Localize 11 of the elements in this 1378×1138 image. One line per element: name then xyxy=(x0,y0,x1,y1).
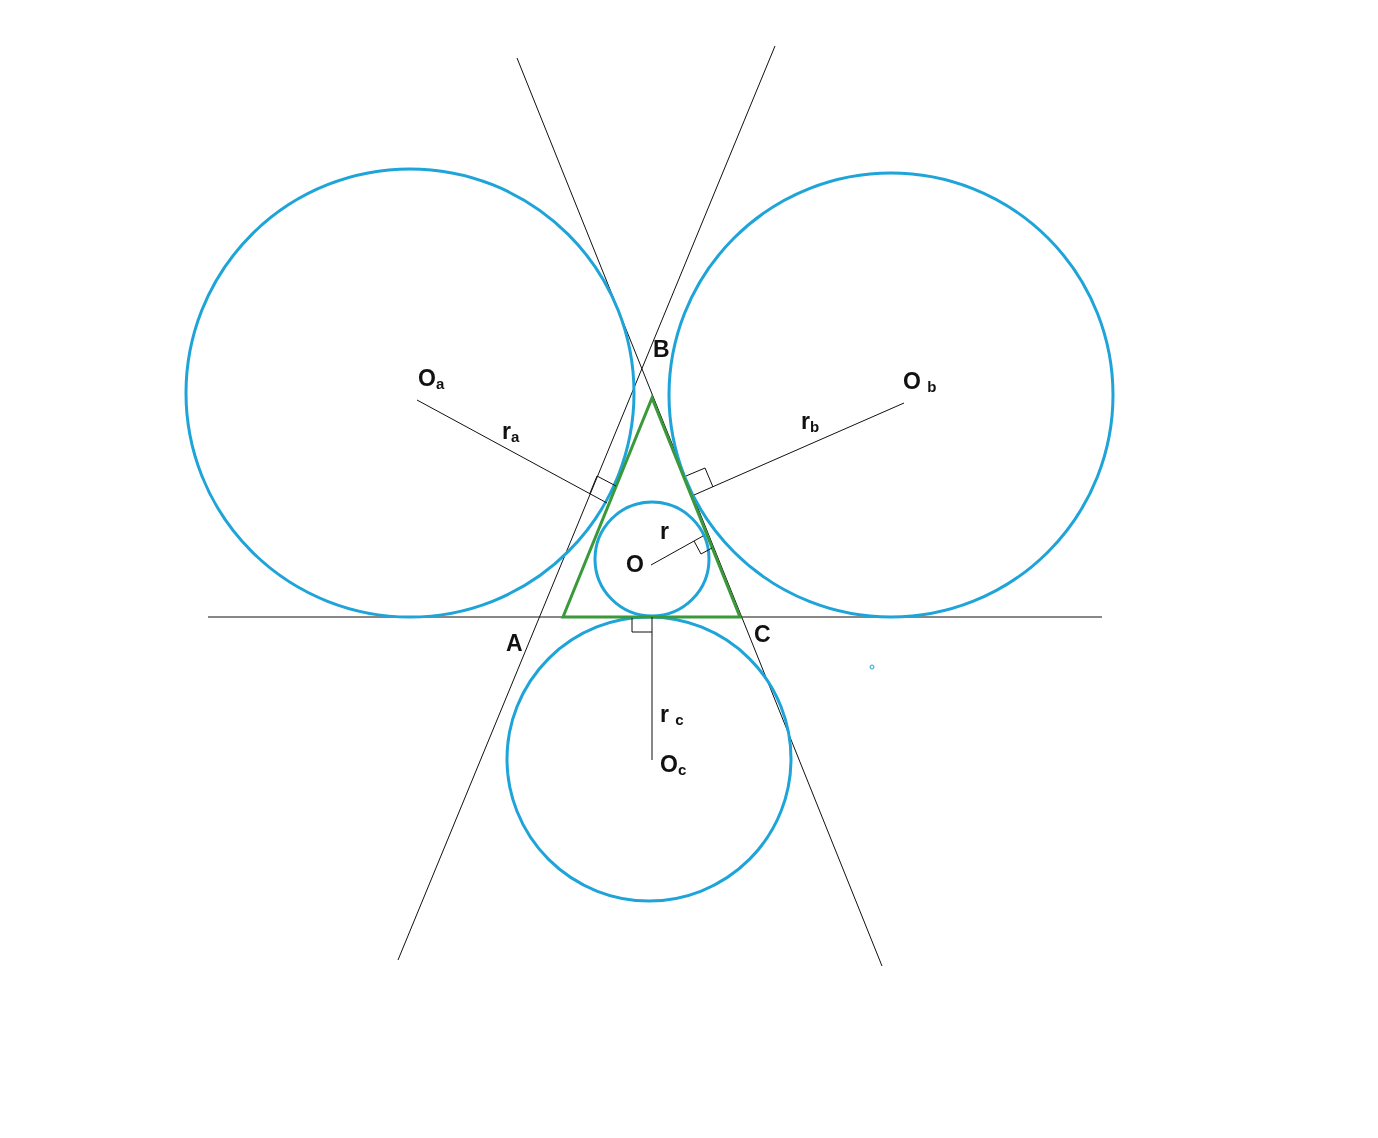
point-label: O $_{b}$ xyxy=(903,368,937,397)
point-label: C xyxy=(754,621,771,647)
radius-label: r $_{c}$ xyxy=(660,701,684,730)
radius-label: r$_{b}$ xyxy=(801,408,820,437)
point-label: B xyxy=(653,336,670,362)
point-label: A xyxy=(506,630,523,656)
point-label: O xyxy=(626,551,644,577)
point-label: O$_{a}$ xyxy=(418,365,445,394)
radius-label: r xyxy=(660,518,669,544)
point-label: O$_{c}$ xyxy=(660,751,687,780)
radius-label: r$_{a}$ xyxy=(502,418,520,447)
